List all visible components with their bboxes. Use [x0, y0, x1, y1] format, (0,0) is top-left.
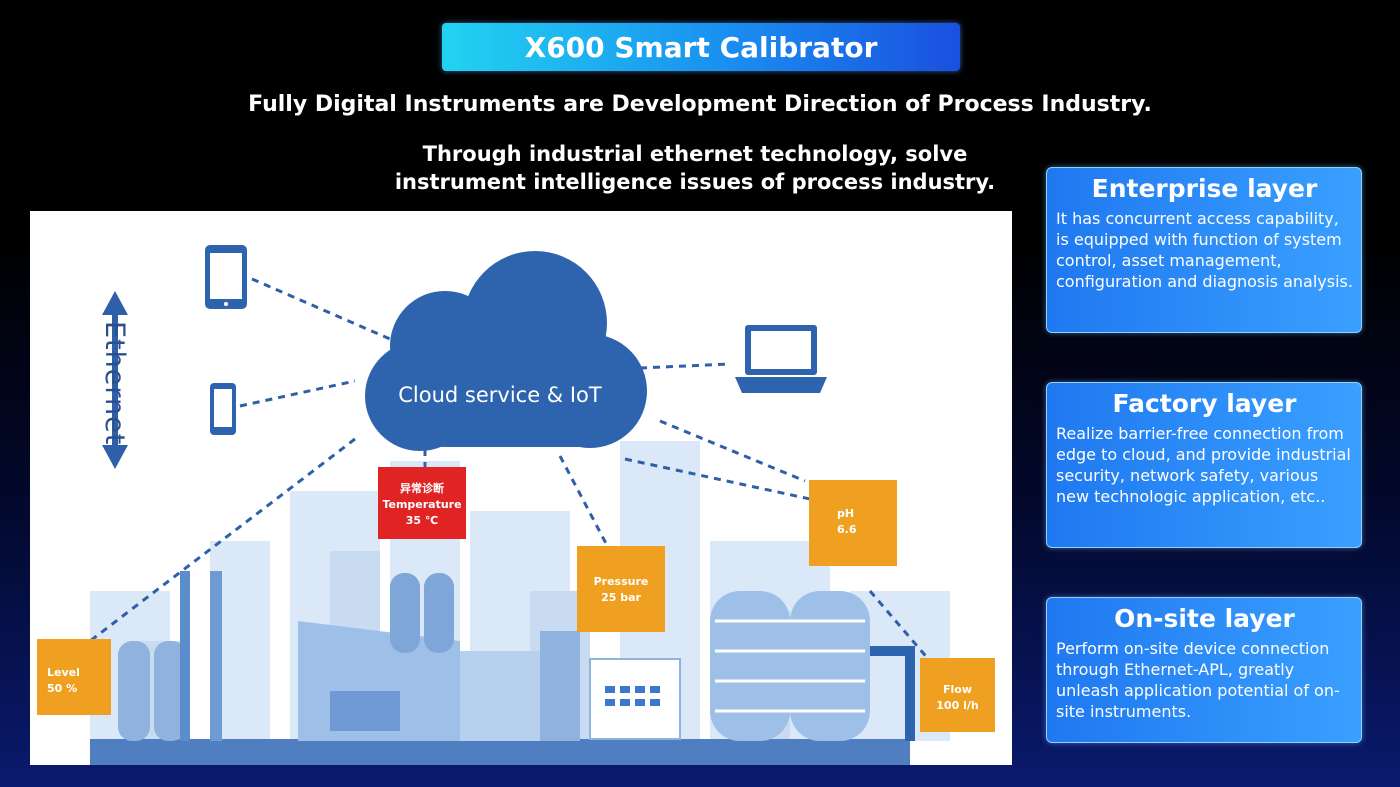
onsite-layer-card: On-site layer Perform on-site device con…	[1046, 597, 1362, 743]
flow-tag-label: Flow	[942, 683, 972, 696]
pressure-tag-value: 25 bar	[601, 591, 641, 604]
ph-tag: pH 6.6	[809, 480, 897, 566]
factory-layer-text: Realize barrier-free connection from edg…	[1056, 424, 1351, 506]
temperature-tag-label: Temperature	[382, 498, 462, 511]
factory-layer-title: Factory layer	[1112, 389, 1297, 418]
laptop-icon	[735, 325, 827, 393]
factory-illustration	[90, 571, 915, 765]
factory-layer-card: Factory layer Realize barrier-free conne…	[1046, 382, 1362, 548]
enterprise-layer-text: It has concurrent access capability, is …	[1056, 209, 1353, 291]
flow-tag-value: 100 l/h	[936, 699, 979, 712]
temperature-tag-value: 35 ℃	[405, 514, 439, 527]
subheadline: Through industrial ethernet technology, …	[380, 140, 1010, 196]
architecture-diagram: Cloud service & IoT Ethernet Level 50 % …	[30, 211, 1012, 765]
cloud-label: Cloud service & IoT	[398, 383, 602, 407]
ph-tag-value: 6.6	[837, 523, 857, 536]
network-lines	[89, 277, 932, 662]
title-badge: X600 Smart Calibrator	[442, 23, 960, 71]
subheadline-line-1: Through industrial ethernet technology, …	[422, 142, 968, 166]
level-tag-label: Level	[47, 666, 80, 679]
subheadline-line-2: instrument intelligence issues of proces…	[394, 170, 996, 194]
cloud-icon	[365, 251, 647, 451]
page-title: X600 Smart Calibrator	[524, 30, 878, 64]
level-tag: Level 50 %	[37, 639, 111, 715]
temperature-tag: 异常诊断 Temperature 35 ℃	[378, 467, 466, 539]
ethernet-arrow	[102, 291, 128, 469]
headline: Fully Digital Instruments are Developmen…	[248, 92, 1152, 117]
enterprise-layer-card: Enterprise layer It has concurrent acces…	[1046, 167, 1362, 333]
onsite-layer-text: Perform on-site device connection throug…	[1056, 639, 1340, 721]
pressure-tag: Pressure 25 bar	[577, 546, 665, 632]
tablet-icon	[205, 245, 247, 309]
temperature-tag-extra: 异常诊断	[400, 482, 444, 495]
onsite-layer-title: On-site layer	[1114, 604, 1295, 633]
level-tag-value: 50 %	[47, 682, 78, 695]
phone-icon	[210, 383, 236, 435]
pressure-tag-label: Pressure	[593, 575, 649, 588]
ph-tag-label: pH	[837, 507, 855, 520]
enterprise-layer-title: Enterprise layer	[1091, 174, 1318, 203]
flow-tag: Flow 100 l/h	[920, 658, 995, 732]
ethernet-label: Ethernet	[99, 321, 130, 446]
